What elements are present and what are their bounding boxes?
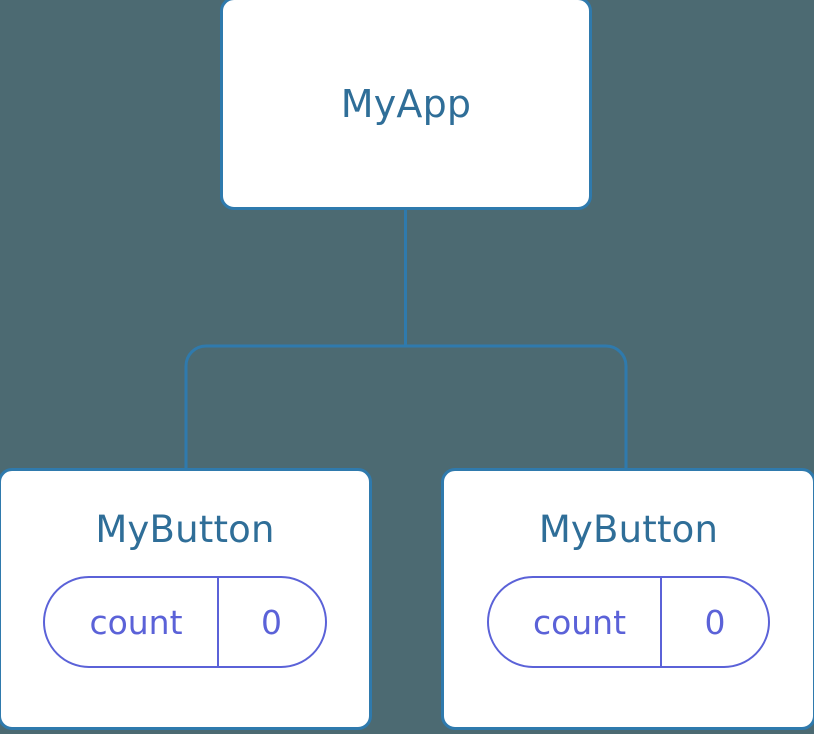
state-pill[interactable]: count 0 [486,576,771,668]
node-root-myapp[interactable]: MyApp [220,0,592,210]
node-child-mybutton-2[interactable]: MyButton count 0 [441,468,814,730]
state-value: 0 [216,578,325,666]
connector-branch-left [184,344,406,470]
state-key: count [89,602,183,642]
node-title: MyButton [538,508,719,551]
connector-branch-right [405,344,628,470]
node-title: MyButton [95,508,275,551]
state-key: count [532,602,627,642]
state-value: 0 [660,578,768,666]
node-child-mybutton-1[interactable]: MyButton count 0 [0,468,372,730]
node-title: MyApp [340,81,472,126]
state-pill[interactable]: count 0 [43,576,327,668]
